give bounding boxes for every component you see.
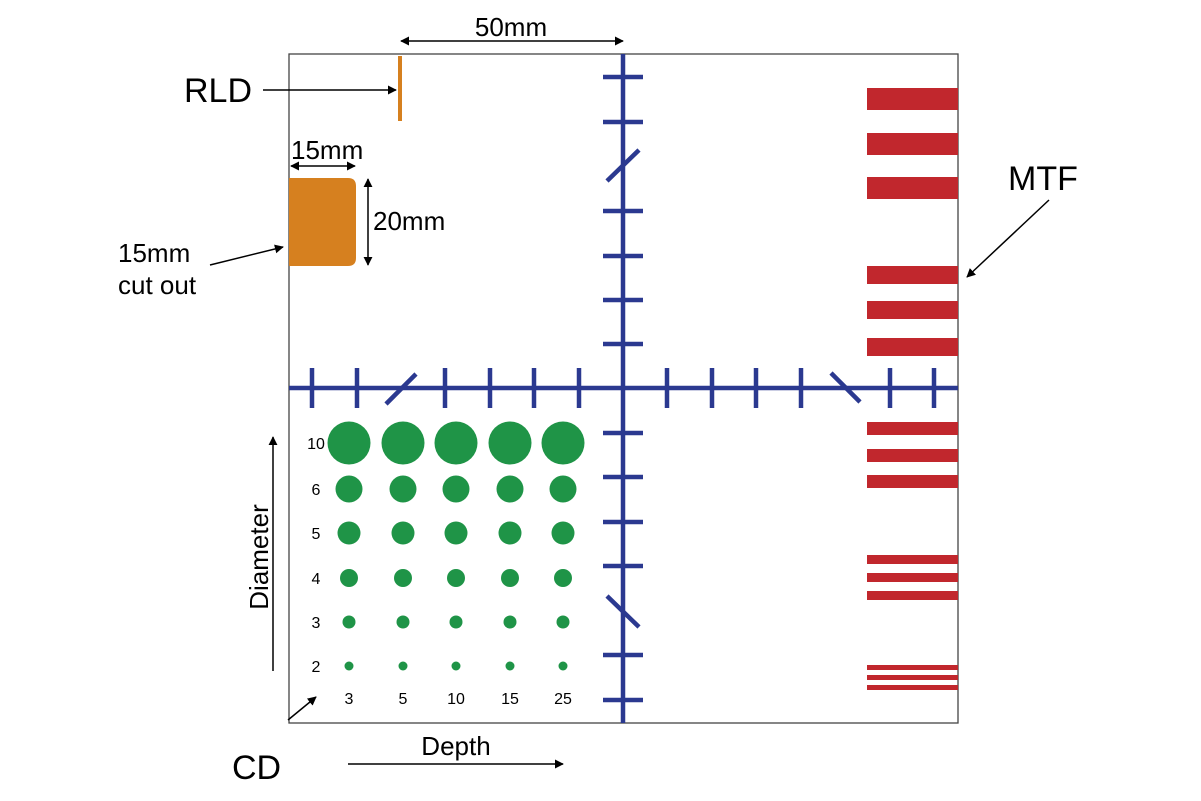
mtf-bar [867,88,958,110]
diameter-value-label: 3 [312,615,321,632]
cd-disc [340,569,358,587]
depth-value-label: 5 [399,691,408,708]
cd-disc [396,615,410,629]
crosshair [289,54,958,723]
cd-disc [344,661,354,671]
cd-disc [554,569,572,587]
diameter-value-label: 10 [307,436,325,453]
cutout-label-line2: cut out [118,270,197,300]
mtf-bar [867,555,958,564]
cd-disc [337,521,361,545]
mtf-bar [867,301,958,319]
mtf-bar [867,685,958,690]
cd-disc [501,569,519,587]
cd-disc [449,615,463,629]
cd-disc [381,421,425,465]
crosshair-ticks [309,74,937,703]
diameter-labels: 10 6 5 4 3 2 [307,436,325,676]
mtf-bar [867,133,958,155]
crosshair-diagonal-tick [384,372,418,406]
mtf-bar [867,475,958,488]
cd-disc [442,475,470,503]
depth-value-label: 15 [501,691,519,708]
cd-disc [558,661,568,671]
cd-disc [444,521,468,545]
depth-value-label: 25 [554,691,572,708]
mtf-bar [867,449,958,462]
cd-label: CD [232,749,281,787]
mtf-bar [867,338,958,356]
depth-axis-label: Depth [421,731,490,761]
cd-pointer-arrow [287,696,317,721]
cd-disc [496,475,524,503]
cd-disc [505,661,515,671]
cutout-height-dimension-label: 20mm [373,206,445,236]
crosshair-diagonal-tick [829,371,862,404]
mtf-bar [867,266,958,284]
cd-disc [551,521,575,545]
cd-disc [394,569,412,587]
diameter-value-label: 6 [312,482,321,499]
mtf-bar [867,177,958,199]
cd-disc [451,661,461,671]
diameter-value-label: 5 [312,526,321,543]
cd-disc [503,615,517,629]
mtf-bar [867,591,958,600]
mtf-bar [867,422,958,435]
mtf-bar [867,665,958,670]
cd-disc [389,475,417,503]
cd-disc [327,421,371,465]
depth-labels: 3 5 10 15 25 [345,691,572,708]
crosshair-diagonal-tick [605,148,641,183]
cutout-pointer-arrow [209,244,284,266]
cd-disc [541,421,585,465]
diameter-value-label: 2 [312,659,321,676]
depth-value-label: 10 [447,691,465,708]
rld-label: RLD [184,72,252,110]
cutout-width-dimension-label: 15mm [291,135,363,165]
mtf-bar [867,675,958,680]
cd-disc [556,615,570,629]
cutout-block [289,178,356,266]
mtf-bar [867,573,958,582]
diameter-value-label: 4 [312,571,321,588]
cd-disc [498,521,522,545]
cd-disc [488,421,532,465]
cd-disc [335,475,363,503]
cutout-label-line1: 15mm [118,238,190,268]
depth-value-label: 3 [345,691,354,708]
cd-disc [398,661,408,671]
diameter-axis-label: Diameter [244,504,274,610]
mtf-bar-patterns [867,88,958,690]
cd-disc [342,615,356,629]
mtf-label: MTF [1008,160,1078,198]
width-dimension-label: 50mm [475,12,547,42]
crosshair-diagonal-tick [605,594,641,629]
cd-disc [549,475,577,503]
cd-disc [447,569,465,587]
contrast-detail-discs [327,421,585,671]
cd-disc [391,521,415,545]
cd-disc [434,421,478,465]
mtf-pointer-arrow [966,199,1050,278]
